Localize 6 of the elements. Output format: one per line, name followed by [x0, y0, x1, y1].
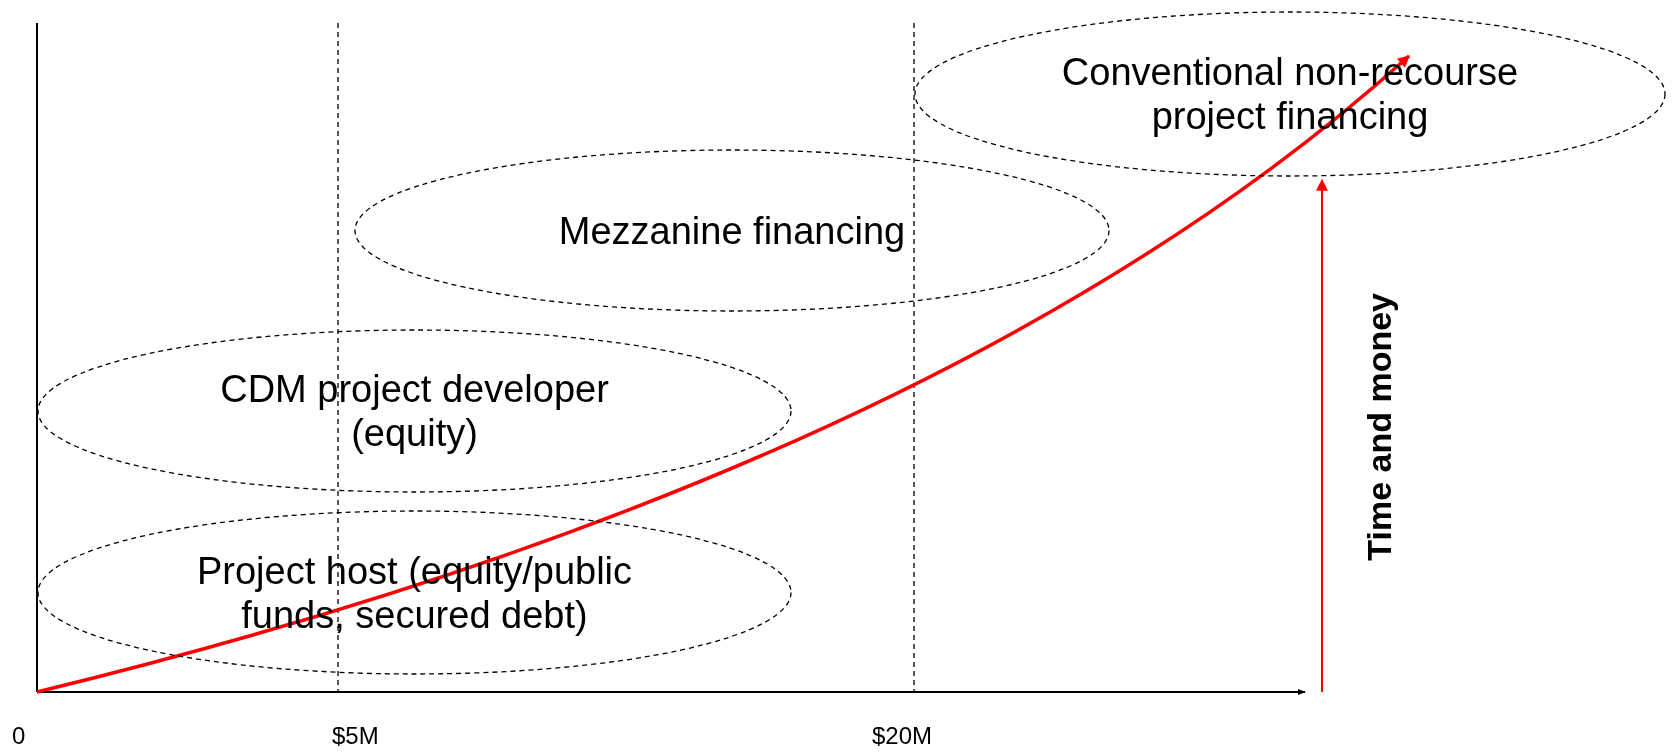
axis-tick-label: 0	[12, 722, 26, 750]
ellipse-label: CDM project developer (equity)	[219, 367, 610, 455]
axis-tick-label: $20M	[872, 722, 933, 750]
axis-tick-label: $5M	[332, 722, 379, 750]
axis-title: Time and money	[1359, 293, 1399, 561]
ellipse-label: Mezzanine financing	[557, 208, 907, 253]
